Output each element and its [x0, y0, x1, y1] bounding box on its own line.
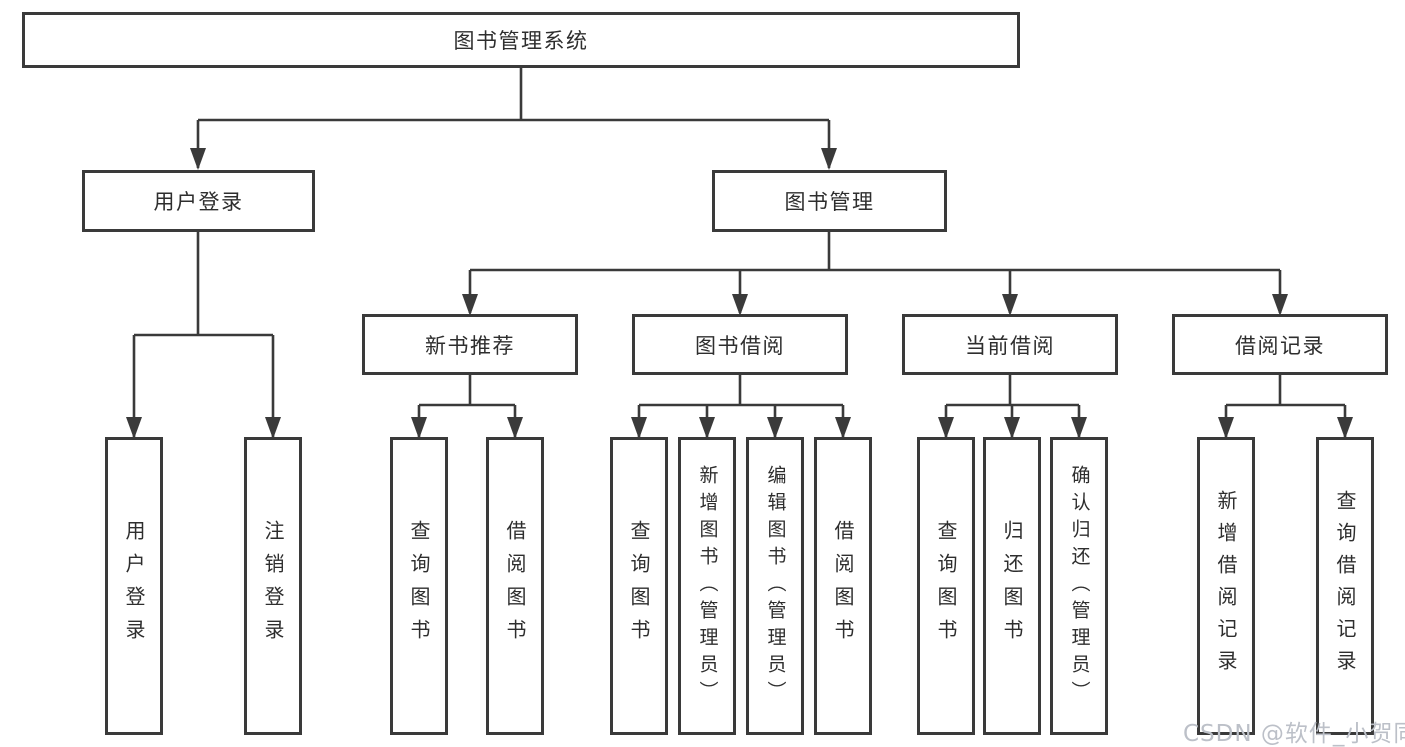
node-return-books: 归还图书	[983, 437, 1041, 735]
node-query-books-recommend: 查询图书	[390, 437, 448, 735]
node-label: 新书推荐	[425, 333, 515, 358]
node-user-login-module: 用户登录	[82, 170, 315, 232]
node-label: 借阅记录	[1235, 333, 1325, 358]
node-label: 查询图书	[934, 520, 958, 652]
node-query-books-borrowing: 查询图书	[610, 437, 668, 735]
node-add-books-admin: 新增图书（管理员）	[678, 437, 736, 735]
node-label: 查询图书	[407, 520, 431, 652]
node-label: 借阅图书	[503, 520, 527, 652]
node-label: 查询借阅记录	[1333, 490, 1357, 682]
node-borrow-books-recommend: 借阅图书	[486, 437, 544, 735]
node-label: 编辑图书（管理员）	[764, 464, 787, 708]
node-edit-books-admin: 编辑图书（管理员）	[746, 437, 804, 735]
node-label: 借阅图书	[831, 520, 855, 652]
node-label: 归还图书	[1000, 520, 1024, 652]
node-label: 当前借阅	[965, 333, 1055, 358]
node-borrowing-records: 借阅记录	[1172, 314, 1388, 375]
node-current-borrowing: 当前借阅	[902, 314, 1118, 375]
node-label: 查询图书	[627, 520, 651, 652]
node-label: 图书管理系统	[453, 29, 589, 53]
node-label: 用户登录	[122, 520, 146, 652]
node-label: 新增借阅记录	[1214, 490, 1238, 682]
node-library-management-system: 图书管理系统	[22, 12, 1020, 68]
node-user-login-action: 用户登录	[105, 437, 163, 735]
node-label: 图书管理	[784, 190, 875, 214]
node-label: 注销登录	[261, 520, 285, 652]
node-query-books-current: 查询图书	[917, 437, 975, 735]
node-confirm-return-admin: 确认归还（管理员）	[1050, 437, 1108, 735]
node-book-management-module: 图书管理	[712, 170, 947, 232]
node-borrow-books-action: 借阅图书	[814, 437, 872, 735]
arrowheads	[126, 148, 1353, 439]
node-new-book-recommendation: 新书推荐	[362, 314, 578, 375]
node-logout-action: 注销登录	[244, 437, 302, 735]
node-book-borrowing: 图书借阅	[632, 314, 848, 375]
node-label: 图书借阅	[695, 333, 785, 358]
node-label: 新增图书（管理员）	[696, 464, 719, 708]
node-query-borrow-record: 查询借阅记录	[1316, 437, 1374, 735]
node-label: 用户登录	[153, 190, 244, 214]
node-label: 确认归还（管理员）	[1068, 464, 1091, 708]
node-add-borrow-record: 新增借阅记录	[1197, 437, 1255, 735]
csdn-watermark: CSDN @软件_小贺同学	[1183, 721, 1405, 747]
